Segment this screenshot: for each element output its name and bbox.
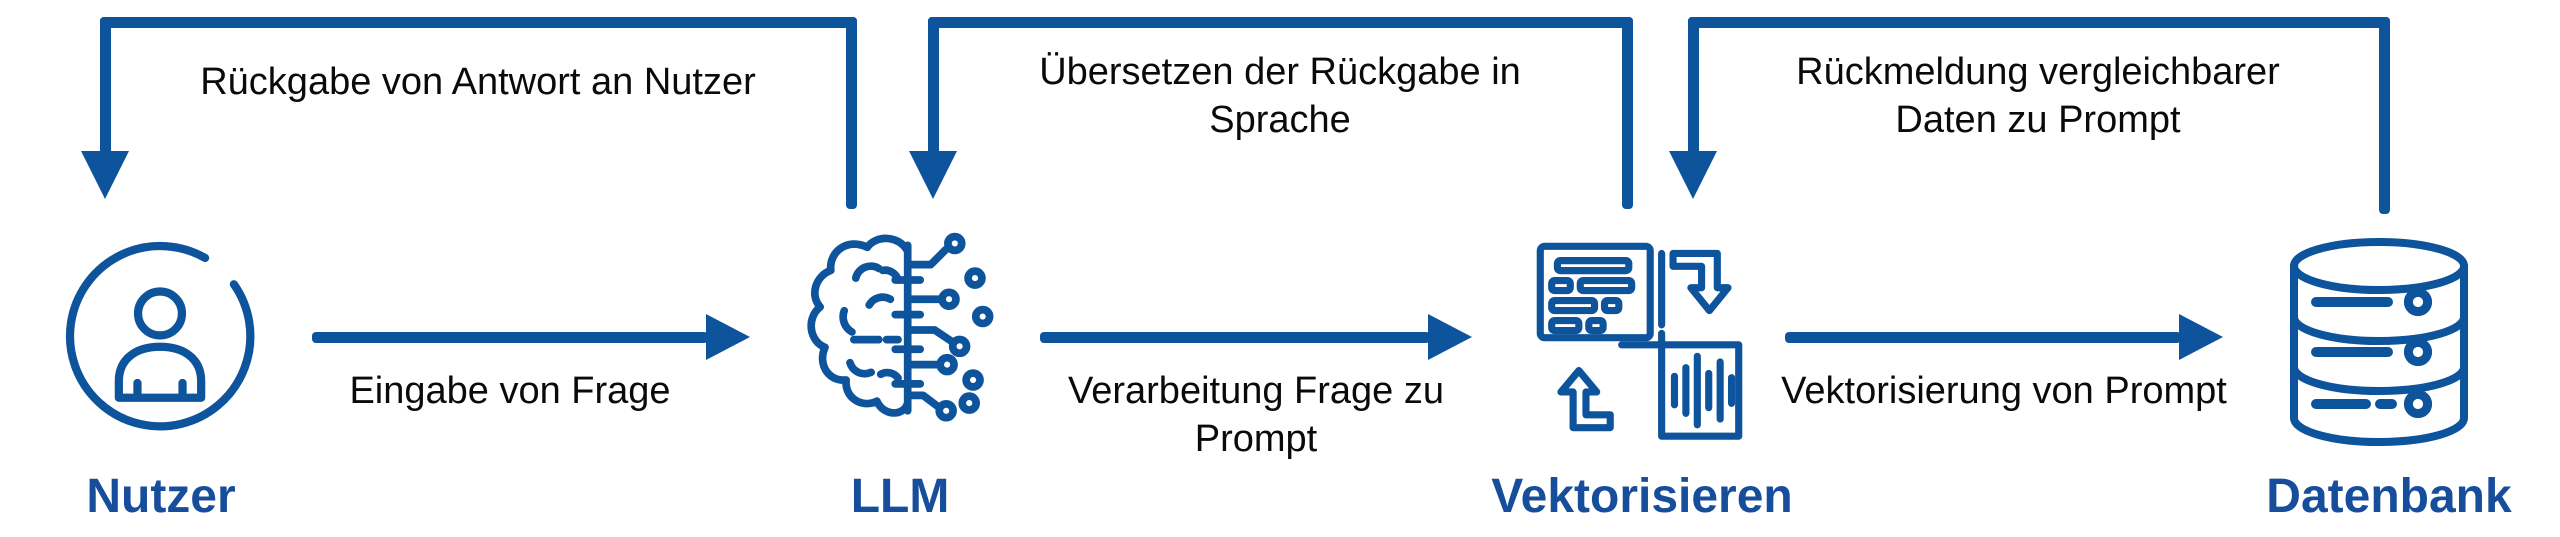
arrowhead-down-at-llm — [909, 151, 957, 199]
forward-arrow-llm-to-vektorisieren-line — [1040, 332, 1430, 343]
feedback-loop-datenbank-to-vektorisieren-top-line — [1688, 17, 2390, 28]
forward-label-line: Eingabe von Frage — [349, 370, 671, 412]
arrowhead-down-at-vektorisieren — [1669, 151, 1717, 199]
feedback-label-line: Übersetzen der Rückgabe in — [1039, 51, 1521, 93]
feedback-loop-llm-to-nutzer-end-line — [100, 17, 111, 155]
feedback-label-line: Sprache — [1209, 99, 1351, 141]
forward-label-line: Prompt — [1194, 418, 1318, 460]
arrowhead-down-at-nutzer — [81, 151, 129, 199]
feedback-loop-vektorisieren-to-llm-top-line — [928, 17, 1633, 28]
database-icon — [2290, 238, 2468, 446]
node-label-nutzer: Nutzer — [86, 470, 236, 523]
arrowhead-right-at-datenbank — [2179, 314, 2223, 360]
feedback-label-line: Daten zu Prompt — [1895, 99, 2181, 141]
feedback-loop-vektorisieren-to-llm-start-line — [1622, 17, 1633, 209]
brain-circuit-icon — [807, 232, 994, 422]
user-icon — [65, 241, 255, 431]
forward-arrow-nutzer-to-llm-line — [312, 332, 708, 343]
forward-arrow-vektorisieren-to-datenbank-line — [1785, 332, 2181, 343]
feedback-label-line: Rückmeldung vergleichbarer — [1796, 51, 2280, 93]
forward-label-line: Vektorisierung von Prompt — [1781, 370, 2227, 412]
forward-label-llm-to-vektorisieren: Verarbeitung Frage zu Prompt — [1006, 367, 1506, 463]
feedback-label-llm-to-nutzer: Rückgabe von Antwort an Nutzer — [128, 58, 828, 106]
feedback-loop-datenbank-to-vektorisieren-end-line — [1688, 17, 1699, 155]
feedback-label-datenbank-to-vektorisieren: Rückmeldung vergleichbarer Daten zu Prom… — [1788, 48, 2288, 144]
arrowhead-right-at-llm — [706, 314, 750, 360]
feedback-label-vektorisieren-to-llm: Übersetzen der Rückgabe in Sprache — [1030, 48, 1530, 144]
vectorize-icon — [1536, 242, 1743, 440]
feedback-loop-llm-to-nutzer-start-line — [846, 17, 857, 209]
feedback-loop-vektorisieren-to-llm-end-line — [928, 17, 939, 155]
node-label-vektorisieren: Vektorisieren — [1491, 470, 1793, 523]
forward-label-vektorisieren-to-datenbank: Vektorisierung von Prompt — [1754, 367, 2254, 415]
arrowhead-right-at-vektorisieren — [1428, 314, 1472, 360]
forward-label-nutzer-to-llm: Eingabe von Frage — [260, 367, 760, 415]
feedback-loop-datenbank-to-vektorisieren-start-line — [2379, 17, 2390, 214]
node-label-datenbank: Datenbank — [2266, 470, 2512, 523]
feedback-loop-llm-to-nutzer-top-line — [100, 17, 857, 28]
feedback-label-line: Rückgabe von Antwort an Nutzer — [200, 61, 756, 103]
node-label-llm: LLM — [850, 470, 950, 523]
forward-label-line: Verarbeitung Frage zu — [1067, 370, 1444, 412]
